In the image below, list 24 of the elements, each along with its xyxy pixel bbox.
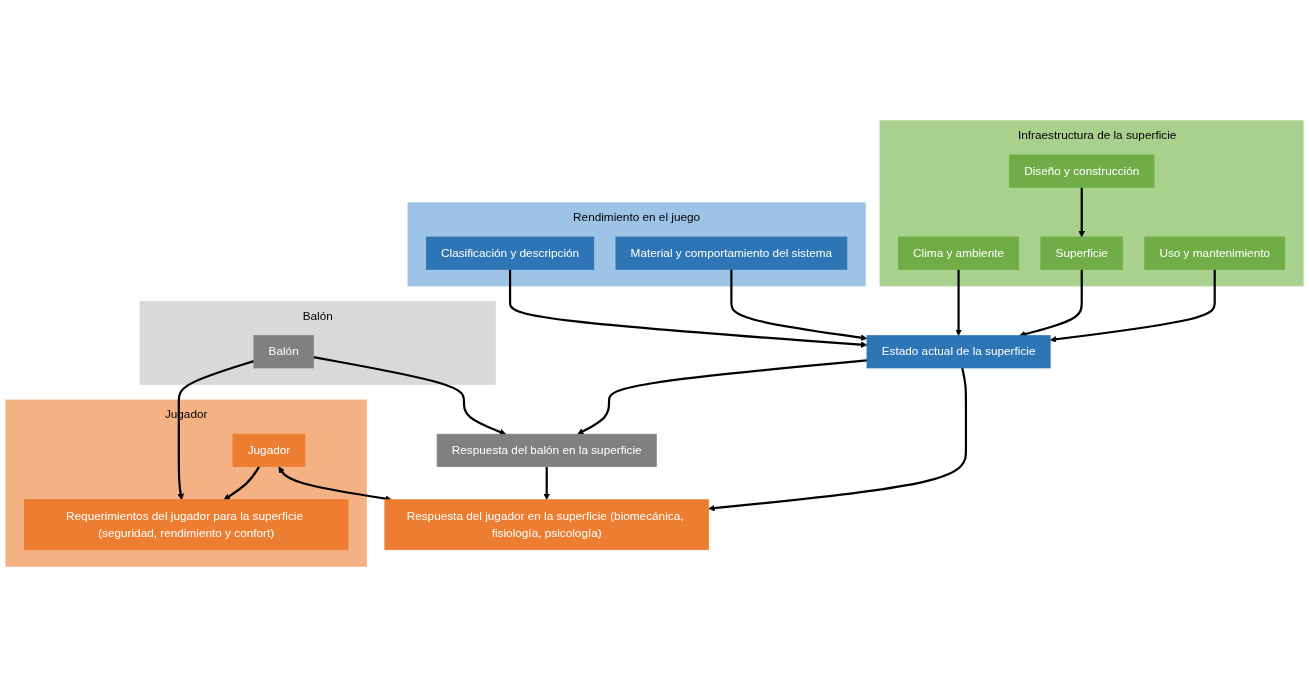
arrow xyxy=(708,367,968,512)
arrow xyxy=(730,269,868,341)
node-box: Jugador xyxy=(232,433,306,467)
arrow xyxy=(223,466,261,500)
arrow xyxy=(177,360,255,500)
node-box: Clima y ambiente xyxy=(898,236,1020,270)
arrow xyxy=(278,466,392,502)
node-box: Diseño y construcción xyxy=(1009,154,1155,188)
node-box: Respuesta del balón en la superficie xyxy=(436,433,657,467)
arrow xyxy=(955,269,962,336)
node-box: Estado actual de la superficie xyxy=(866,335,1051,369)
arrow xyxy=(508,269,868,348)
node-box: Balón xyxy=(253,335,314,369)
arrow xyxy=(1078,187,1085,238)
node-box: Superficie xyxy=(1040,236,1123,270)
arrow xyxy=(1049,269,1216,343)
node-box: Requerimientos del jugador para la superficie (seguridad, rendimiento y confort) xyxy=(23,499,349,551)
node-box: Respuesta del jugador en la superficie (biomecánica, fisiología, psicología) xyxy=(384,499,709,551)
arrow xyxy=(543,466,550,500)
node-box: Material y comportamiento del sistema xyxy=(615,236,848,270)
arrow xyxy=(577,359,868,435)
node-box: Clasificación y descripción xyxy=(425,236,595,270)
arrow xyxy=(313,356,507,436)
node-box: Uso y mantenimiento xyxy=(1144,236,1286,270)
